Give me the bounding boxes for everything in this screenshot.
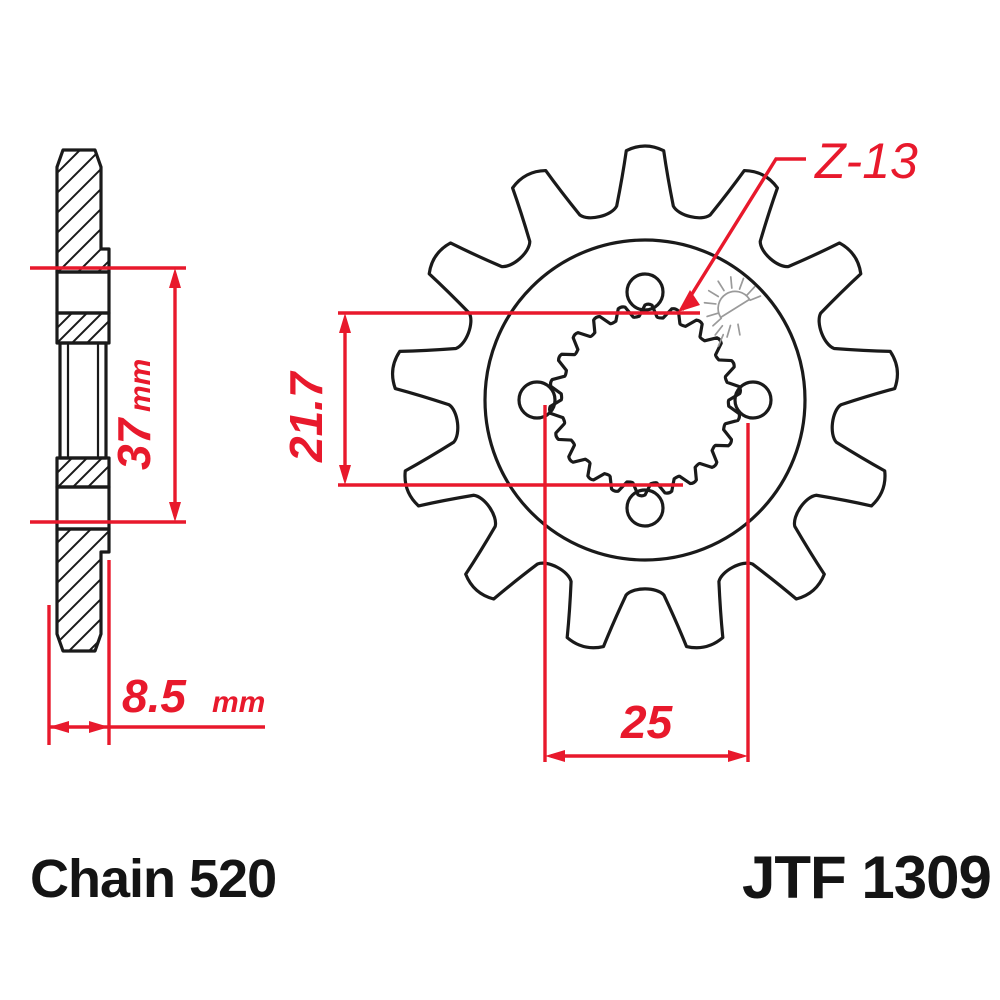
dimension-25-arrow-left	[545, 750, 565, 762]
surface-finish-symbol	[703, 276, 762, 347]
callout-z13-arrowhead	[678, 290, 700, 312]
dimension-21-7-arrow-top	[339, 313, 351, 333]
side-view-bottom-ring-hatching	[57, 458, 109, 487]
callout-z13-leader	[680, 157, 806, 311]
side-section-view	[55, 148, 111, 653]
sprocket-hub-circle	[483, 238, 807, 562]
dimension-8-5mm-arrow-left	[49, 721, 69, 733]
dimension-8-5mm-value: 8.5	[122, 670, 187, 722]
dimension-21-7-value: 21.7	[280, 370, 332, 463]
dimension-25-value: 25	[620, 696, 674, 748]
dimension-25-arrow-right	[728, 750, 748, 762]
dimension-8-5mm-unit: mm	[212, 686, 265, 719]
side-view-top-gap-band	[55, 270, 111, 315]
dimension-37mm-value: 37	[108, 416, 160, 470]
part-number-label: JTF 1309	[742, 844, 991, 911]
bolt-hole-bottom	[625, 488, 665, 528]
dimension-37mm-unit: mm	[124, 359, 157, 412]
sprocket-spline-bore	[547, 302, 743, 498]
dimension-8-5mm-arrow-right	[89, 721, 109, 733]
bolt-hole-left	[517, 380, 557, 420]
dimension-37mm: 37 mm	[30, 266, 186, 524]
front-view-sprocket	[390, 144, 900, 650]
dimension-21-7-arrow-bottom	[339, 465, 351, 485]
sprocket-tooth-profile	[390, 144, 900, 650]
dimension-25: 25	[543, 405, 750, 762]
side-view-top-ring-hatching	[57, 313, 109, 343]
dimension-21-7: 21.7	[280, 311, 700, 487]
chain-label: Chain 520	[30, 849, 276, 909]
callout-z13-label: Z-13	[814, 133, 918, 189]
dimension-37mm-arrow-bottom	[169, 502, 181, 522]
bolt-hole-top	[625, 272, 665, 312]
side-view-top-ring-outline	[55, 311, 111, 345]
callout-z13: Z-13	[678, 133, 918, 312]
side-view-bottom-tooth-hatching	[57, 529, 109, 651]
dimension-37mm-arrow-top	[169, 268, 181, 288]
bolt-hole-right	[733, 380, 773, 420]
dimension-8-5mm: 8.5 mm	[47, 560, 265, 745]
side-view-bottom-tooth-outline	[55, 527, 111, 653]
side-view-top-tooth-hatching	[57, 150, 109, 272]
